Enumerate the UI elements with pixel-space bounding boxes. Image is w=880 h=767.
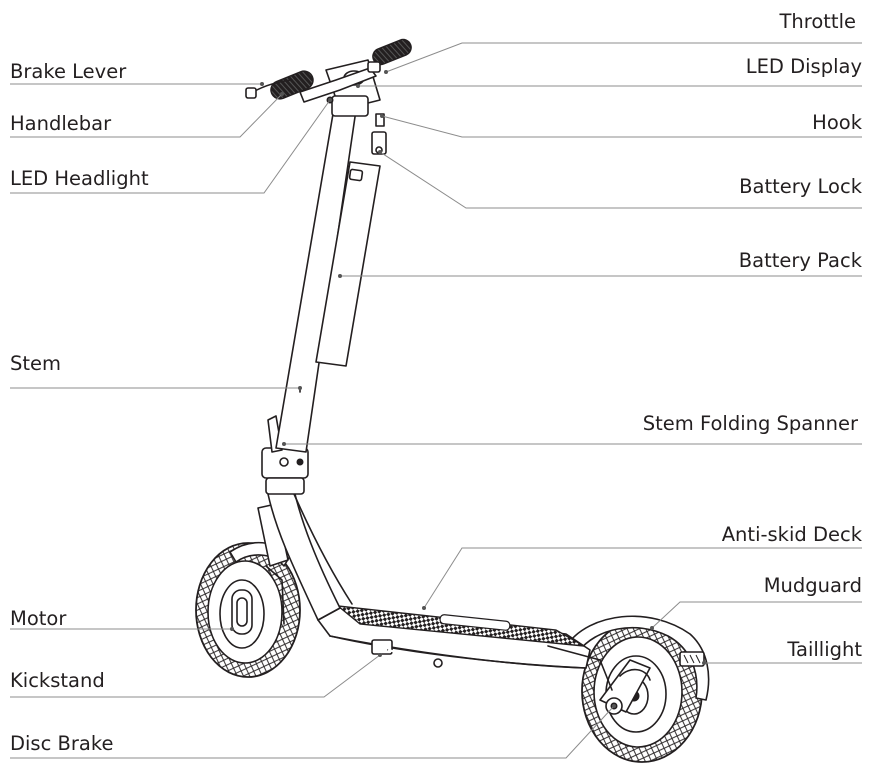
label-led-headlight: LED Headlight	[10, 167, 149, 190]
label-stem: Stem	[10, 352, 61, 375]
rear-wheel	[581, 619, 703, 763]
label-battery-pack: Battery Pack	[739, 249, 863, 272]
battery-pack-part	[315, 161, 381, 367]
leader-throttle	[385, 42, 862, 73]
leader-lines	[10, 42, 862, 759]
label-brake-lever: Brake Lever	[10, 60, 127, 83]
label-battery-lock: Battery Lock	[739, 175, 863, 198]
leader-dots	[230, 70, 706, 708]
label-led-display: LED Display	[746, 55, 862, 78]
handlebar-part	[245, 38, 412, 103]
label-throttle: Throttle	[779, 10, 857, 33]
label-kickstand: Kickstand	[10, 669, 105, 692]
leader-battery-lock	[379, 151, 862, 209]
leader-led-headlight	[10, 99, 331, 194]
leader-mudguard	[651, 601, 862, 629]
label-mudguard: Mudguard	[764, 574, 862, 597]
front-wheel	[195, 542, 301, 678]
rear-mudguard	[565, 615, 710, 701]
leader-handlebar	[10, 93, 283, 138]
leader-hook	[381, 115, 862, 138]
kickstand-part	[371, 639, 443, 668]
part-labels: Brake Lever Handlebar LED Headlight Stem…	[10, 10, 863, 755]
battery-lock-part	[371, 113, 387, 155]
frame-neck	[267, 489, 341, 621]
leader-disc-brake	[10, 705, 615, 759]
label-disc-brake: Disc Brake	[10, 732, 113, 755]
deck-body	[317, 605, 613, 691]
label-taillight: Taillight	[786, 638, 862, 661]
leader-kickstand	[10, 654, 381, 698]
label-motor: Motor	[10, 607, 67, 630]
label-hook: Hook	[812, 111, 863, 134]
label-anti-skid-deck: Anti-skid Deck	[722, 523, 863, 546]
label-stem-folding-spanner: Stem Folding Spanner	[643, 412, 859, 435]
front-fork	[229, 503, 291, 625]
taillight-unit	[679, 651, 705, 667]
label-handlebar: Handlebar	[10, 112, 112, 135]
leader-anti-skid-deck	[423, 547, 862, 609]
scooter-illustration	[195, 38, 710, 763]
